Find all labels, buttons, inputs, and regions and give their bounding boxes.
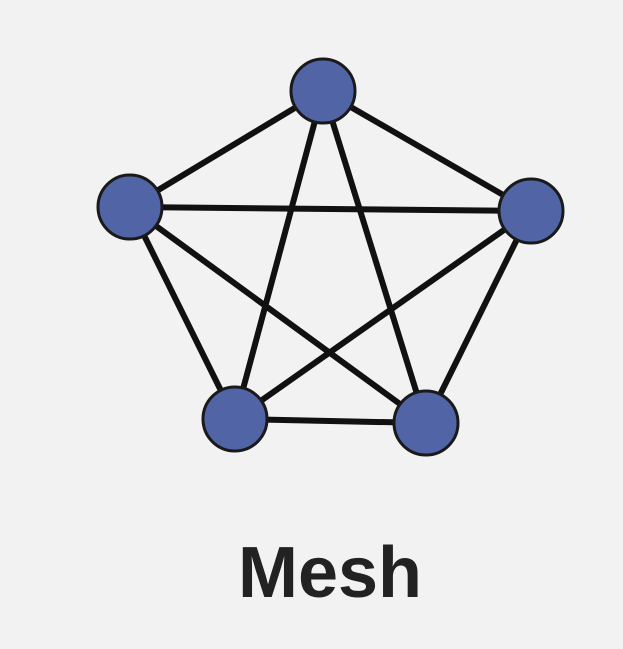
node-right (497, 177, 565, 245)
edge-top-to-bottom-right (320, 88, 429, 426)
node-left (96, 173, 164, 241)
edge-right-to-bottom-right (423, 208, 534, 426)
diagram-caption: Mesh (237, 533, 423, 613)
node-bottom-right (392, 389, 460, 457)
edge-left-to-right (127, 204, 534, 214)
edge-top-to-bottom-left (232, 88, 326, 422)
edge-right-to-bottom-left (232, 208, 534, 422)
edge-left-to-bottom-right (127, 204, 429, 426)
edge-top-to-right (320, 88, 534, 214)
node-bottom-left (201, 385, 269, 453)
edge-top-to-left (127, 88, 326, 210)
edges-layer (127, 88, 534, 426)
nodes-layer (96, 57, 565, 457)
edge-left-to-bottom-left (127, 204, 238, 422)
node-top (289, 57, 357, 125)
